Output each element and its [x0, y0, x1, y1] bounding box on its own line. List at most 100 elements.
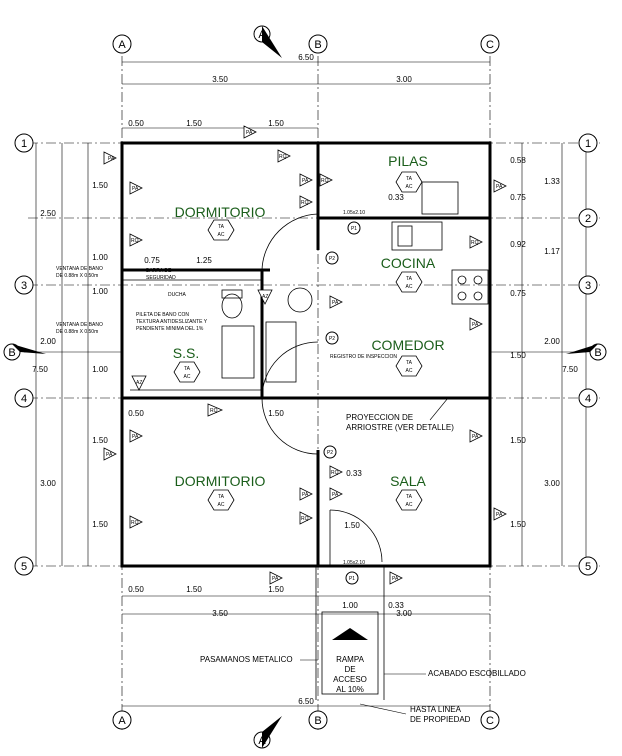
svg-text:3: 3 — [585, 280, 591, 292]
section-marker-b-left: B — [3, 343, 46, 361]
svg-text:RQ: RQ — [331, 470, 339, 476]
door-marker-p2-top: P2 — [325, 251, 339, 265]
note-proyeccion-1: PROYECCION DE — [346, 413, 413, 422]
wall-tag-rq: RQ — [469, 235, 483, 249]
svg-text:RQ: RQ — [301, 200, 309, 206]
burner-icon — [473, 275, 483, 285]
door-arc-dorm-top — [261, 213, 319, 271]
dim-033-bottom: 0.33 — [388, 601, 404, 610]
sink-bowl — [397, 225, 413, 247]
wall-tag-pa: PA — [493, 179, 507, 193]
svg-text:P1: P1 — [349, 576, 355, 582]
room-label-sala: SALA — [390, 473, 426, 489]
wall-tag-pa: PA — [103, 151, 117, 165]
dim-150-top-b: 1.50 — [268, 119, 284, 128]
wall-tag-rq: RQ — [319, 173, 333, 187]
note-registro: REGISTRO DE INSPECCION — [330, 354, 397, 360]
wall-tag-pa: PA — [269, 571, 283, 585]
dim-300-left: 3.00 — [40, 479, 56, 488]
dim-750-left: 7.50 — [32, 365, 48, 374]
wall-tag-az: AZ — [131, 375, 147, 391]
note-ventana-1b: DE 0.88m X 0.50m — [56, 273, 98, 279]
grid-bubble-1-left: 1 — [14, 133, 34, 153]
door-size-entry: 1.05x2.10 — [343, 560, 365, 566]
svg-text:AZ: AZ — [262, 294, 268, 300]
wall-tag-pa: PA — [469, 429, 483, 443]
dim-075-right-a: 0.75 — [510, 193, 526, 202]
dim-050-bottom: 0.50 — [128, 585, 144, 594]
dim-650-bottom: 6.50 — [298, 697, 314, 706]
svg-text:RQ: RQ — [131, 238, 139, 244]
door-marker-p2-ss: P2 — [325, 331, 339, 345]
note-ventana-2b: DE 0.88m X 0.50m — [56, 329, 98, 335]
bath-space — [265, 321, 297, 383]
svg-text:3: 3 — [21, 280, 27, 292]
svg-text:RQ: RQ — [321, 178, 329, 184]
svg-text:PA: PA — [272, 576, 279, 582]
note-barra-2: SEGURIDAD — [146, 275, 176, 281]
svg-text:PA: PA — [108, 156, 115, 162]
wall-tag-rq: RQ — [277, 149, 291, 163]
svg-text:PA: PA — [246, 130, 253, 136]
dim-150-left-c: 1.50 — [92, 520, 108, 529]
dim-350-bottom: 3.50 — [212, 609, 228, 618]
dim-075-ss: 0.75 — [144, 256, 160, 265]
svg-text:AC: AC — [406, 502, 413, 508]
svg-text:B: B — [8, 347, 15, 359]
note-pileta-3: PENDIENTE MINIMA DEL 1% — [136, 326, 204, 332]
dim-100-bottom: 1.00 — [342, 601, 358, 610]
svg-text:A: A — [118, 39, 126, 51]
svg-text:PA: PA — [302, 492, 309, 498]
dim-075-right-b: 0.75 — [510, 289, 526, 298]
section-marker-a-bottom: A — [253, 716, 282, 749]
grid-bubble-b-top: B — [308, 34, 328, 54]
note-proyeccion-2: ARRIOSTRE (VER DETALLE) — [346, 423, 454, 432]
room-label-dormitorio-bottom: DORMITORIO — [175, 473, 266, 489]
wall-tag-pa: PA — [329, 487, 343, 501]
wall-tag-pa: PA — [469, 317, 483, 331]
svg-text:P2: P2 — [329, 256, 335, 262]
stove — [451, 269, 489, 305]
svg-text:P2: P2 — [327, 450, 333, 456]
svg-text:PA: PA — [472, 322, 479, 328]
burner-icon — [473, 291, 483, 301]
svg-text:1: 1 — [21, 138, 27, 150]
svg-text:1: 1 — [585, 138, 591, 150]
door-arc-entry — [329, 509, 383, 563]
svg-text:AC: AC — [406, 284, 413, 290]
svg-text:AZ: AZ — [136, 380, 142, 386]
svg-text:2: 2 — [585, 213, 591, 225]
wall-tag-pa: PA — [389, 571, 403, 585]
svg-text:PA: PA — [106, 452, 113, 458]
svg-text:RQ: RQ — [279, 154, 287, 160]
svg-text:B: B — [314, 39, 321, 51]
wall-tag-pa: PA — [493, 507, 507, 521]
svg-text:B: B — [314, 715, 321, 727]
outer-wall — [120, 141, 492, 568]
wall-tag-az: AZ — [257, 289, 273, 305]
dim-150-entry: 1.50 — [344, 521, 360, 530]
section-marker-a-top: A — [253, 25, 282, 58]
svg-text:4: 4 — [21, 393, 27, 405]
dim-150-right-b: 1.50 — [510, 436, 526, 445]
dim-250-left: 2.50 — [40, 209, 56, 218]
svg-text:RQ: RQ — [301, 516, 309, 522]
grid-bubble-a-bottom: A — [112, 710, 132, 730]
wall-tag-rq: RQ — [299, 511, 313, 525]
grid-bubble-c-top: C — [480, 34, 500, 54]
note-rampa-2: DE — [344, 665, 355, 674]
door-size-top: 1.05x2.10 — [343, 210, 365, 216]
svg-text:RQ: RQ — [131, 520, 139, 526]
dim-100-left-c: 1.00 — [92, 365, 108, 374]
dim-200-right: 2.00 — [544, 337, 560, 346]
svg-text:PA: PA — [332, 300, 339, 306]
grid-bubble-5-left: 5 — [14, 556, 34, 576]
grid-bubble-c-bottom: C — [480, 710, 500, 730]
room-label-comedor: COMEDOR — [371, 337, 444, 353]
dim-300-right: 3.00 — [544, 479, 560, 488]
dim-750-right: 7.50 — [562, 365, 578, 374]
dim-300-bottom: 3.00 — [396, 609, 412, 618]
